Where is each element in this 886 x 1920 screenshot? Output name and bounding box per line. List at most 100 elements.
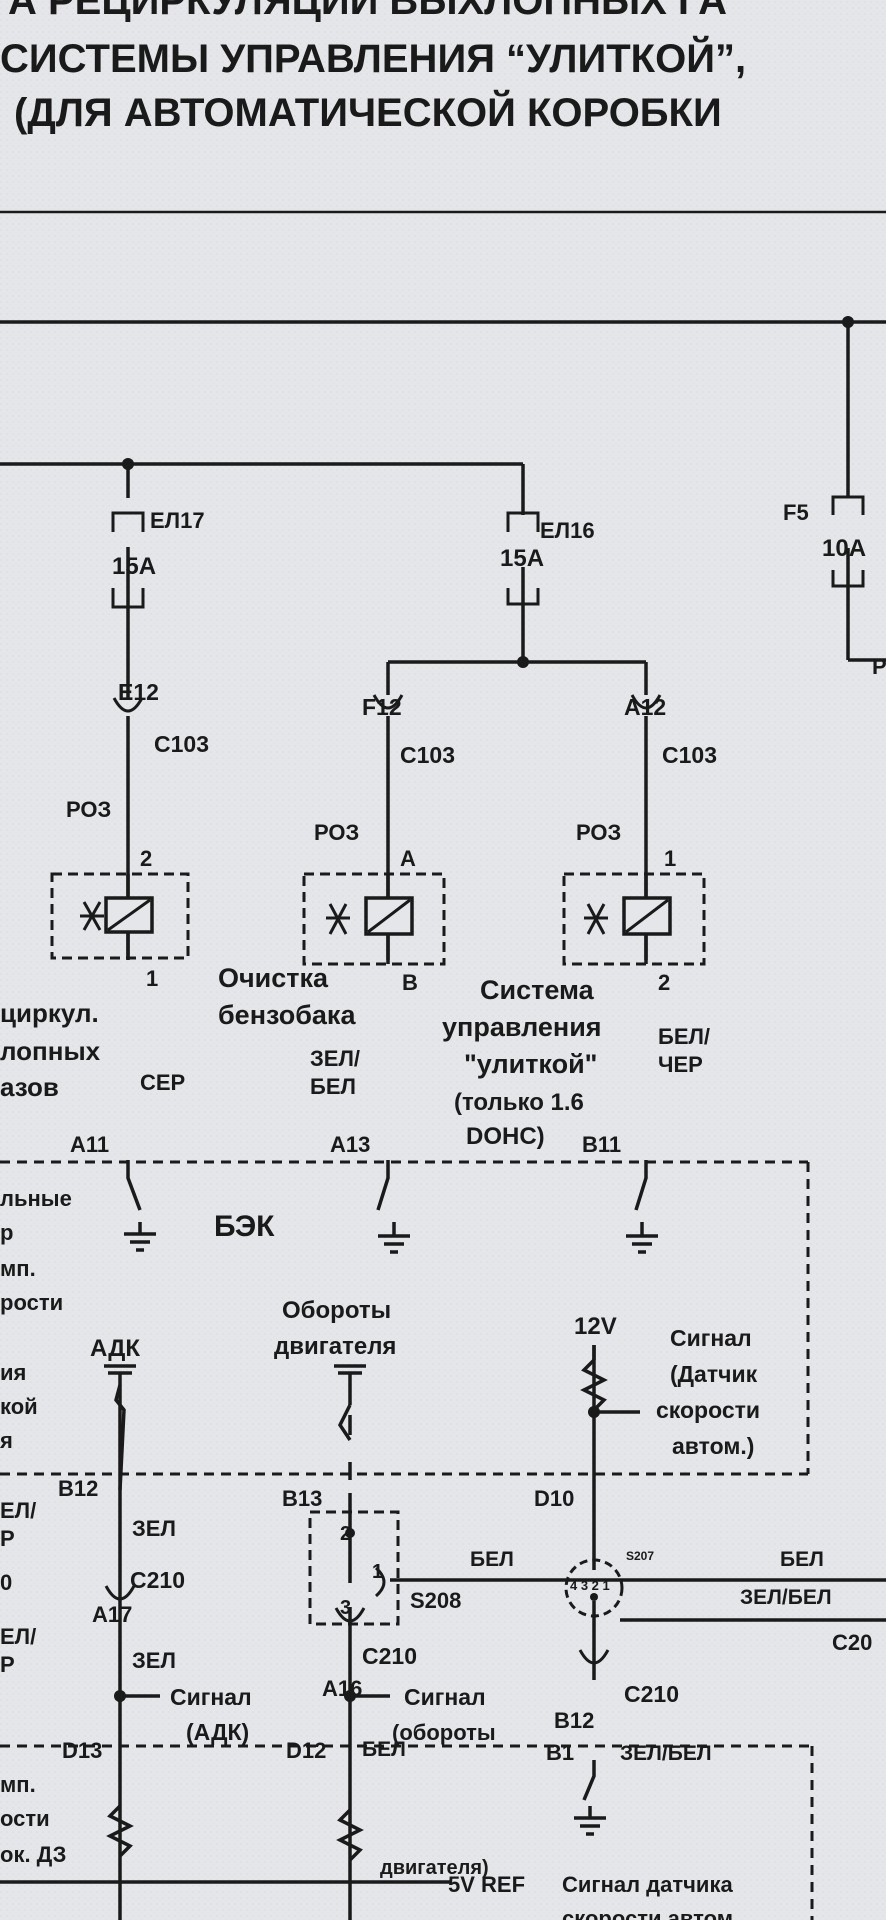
fuse-ef16-name: EЛ16 — [540, 518, 595, 543]
solenoid-snail — [562, 872, 706, 966]
label-vss-2: (Датчик — [670, 1361, 758, 1387]
label-signal-adk-2: (АДК) — [186, 1719, 249, 1745]
label-purge-2: бензобака — [218, 1000, 356, 1030]
solenoid-purge — [302, 872, 446, 966]
fuse-ef16-symbol — [506, 511, 540, 606]
title-line-3: (ДЛЯ АВТОМАТИЧЕСКОЙ КОРОБКИ — [14, 89, 722, 135]
label-snail-5: DOHC) — [466, 1123, 545, 1150]
label-vss-3: скорости — [656, 1397, 760, 1423]
ecu-pin-b11: B11 — [582, 1132, 621, 1157]
splice-s208-label: S208 — [410, 1588, 461, 1613]
left-cut-4: рости — [0, 1290, 63, 1315]
label-5v-ref: 5V REF — [448, 1872, 525, 1897]
ecu-boundary — [0, 1160, 814, 1920]
ecu-input-switches — [104, 1345, 608, 1491]
connector-a12: A12 — [624, 694, 666, 720]
wire-label-bel-2: БЕЛ — [780, 1548, 824, 1571]
ecu-output-drivers — [124, 1160, 658, 1254]
wire-label-bel-slash: БЕЛ/ — [658, 1024, 710, 1049]
left-cut-15: ок. ДЗ — [0, 1842, 66, 1867]
pin-label-1-left: 1 — [146, 966, 158, 991]
left-cut-13: мп. — [0, 1772, 36, 1797]
relay-leads — [126, 874, 648, 964]
label-snail-3: "улиткой" — [464, 1049, 597, 1079]
fuse-f5-symbol — [831, 495, 865, 588]
label-vss-signal-2: скорости автом. — [562, 1906, 739, 1920]
splice-s208 — [308, 1510, 400, 1626]
left-cut-5: ия — [0, 1360, 26, 1385]
wire-label-roz-2: РОЗ — [314, 820, 359, 845]
ecu-pin-a11: A11 — [70, 1132, 109, 1157]
left-cut-9: Р — [0, 1526, 15, 1551]
connector-a16: A16 — [322, 1676, 362, 1701]
label-snail-4: (только 1.6 — [454, 1089, 584, 1116]
label-adk: АДК — [90, 1335, 140, 1362]
connector-c210-3: C210 — [624, 1681, 679, 1707]
label-purge-1: Очистка — [218, 963, 329, 993]
title-line-2: СИСТЕМЫ УПРАВЛЕНИЯ “УЛИТКОЙ”, — [0, 35, 746, 81]
label-snail-1: Система — [480, 975, 595, 1005]
connector-c210-1: C210 — [130, 1567, 185, 1593]
label-signal-adk-1: Сигнал — [170, 1684, 252, 1710]
left-cut-8: ЕЛ/ — [0, 1498, 36, 1523]
wire-label-cut: Р — [872, 654, 886, 679]
label-signal-rpm-1: Сигнал — [404, 1684, 486, 1710]
label-snail-2: управления — [442, 1012, 602, 1042]
s208-pin-2: 2 — [340, 1523, 351, 1545]
connector-a17: A17 — [92, 1602, 132, 1627]
label-vss-signal-1: Сигнал датчика — [562, 1872, 733, 1897]
fuse-ef17-rating: 15A — [112, 553, 156, 580]
ecu-pin-b1: B1 — [546, 1740, 574, 1765]
label-ecu: БЭК — [214, 1210, 275, 1243]
left-cut-7: я — [0, 1428, 13, 1453]
wire-label-bel-3: БЕЛ — [362, 1738, 406, 1761]
label-vss-1: Сигнал — [670, 1325, 752, 1351]
wire-label-zelbel-1: ЗЕЛ/БЕЛ — [740, 1586, 832, 1609]
ecu-pin-d10: D10 — [534, 1486, 574, 1511]
connector-c20-cut: C20 — [832, 1630, 872, 1655]
pin-label-1-right: 1 — [664, 846, 676, 871]
lower-resistors — [106, 1760, 606, 1862]
ecu-pin-d13: D13 — [62, 1738, 102, 1763]
wire-label-zel-2: ЗЕЛ — [132, 1648, 176, 1673]
wire-label-roz-1: РОЗ — [66, 797, 111, 822]
connector-c210-symbols — [104, 1585, 610, 1665]
left-cut-14: ости — [0, 1806, 50, 1831]
connector-f12: F12 — [362, 694, 402, 720]
wire-label-bel-plain: БЕЛ — [310, 1074, 356, 1099]
label-12v: 12V — [574, 1313, 617, 1340]
label-signal-rpm-3: двигателя) — [380, 1857, 489, 1879]
wire-label-zel-1: ЗЕЛ — [132, 1516, 176, 1541]
label-egr-1: циркул. — [0, 998, 99, 1028]
label-rpm-1: Обороты — [282, 1297, 391, 1324]
splice-s207 — [564, 1558, 624, 1618]
connector-c103-mid: C103 — [400, 742, 455, 768]
left-cut-2: р — [0, 1220, 13, 1245]
left-cut-3: мп. — [0, 1256, 36, 1281]
s208-pin-3: 3 — [340, 1597, 351, 1619]
left-cut-12: Р — [0, 1652, 15, 1677]
label-rpm-2: двигателя — [274, 1333, 396, 1360]
connector-c103-left: C103 — [154, 731, 209, 757]
label-vss-4: автом.) — [672, 1433, 754, 1459]
wire-label-ser: СЕР — [140, 1070, 185, 1095]
connector-c103-symbols — [112, 694, 662, 713]
connector-c210-2: C210 — [362, 1643, 417, 1669]
pin-label-2-right: 2 — [658, 970, 670, 995]
wire-label-bel-1: БЕЛ — [470, 1548, 514, 1571]
s208-pin-1: 1 — [372, 1561, 383, 1583]
pin-label-b: B — [402, 970, 418, 995]
ecu-pin-d12: D12 — [286, 1738, 326, 1763]
fuse-f5-rating: 10A — [822, 535, 866, 562]
wire-label-zelbel-2: ЗЕЛ/БЕЛ — [620, 1742, 712, 1765]
left-cut-11: ЕЛ/ — [0, 1624, 36, 1649]
ecu-pin-b12-top: B12 — [58, 1476, 98, 1501]
connector-b12-bottom: B12 — [554, 1708, 594, 1733]
fuse-f5-name: F5 — [783, 500, 809, 525]
fuse-ef17-symbol — [111, 511, 145, 609]
connector-c103-right: C103 — [662, 742, 717, 768]
label-egr-3: азов — [0, 1072, 59, 1102]
pin-label-a: A — [400, 846, 416, 871]
